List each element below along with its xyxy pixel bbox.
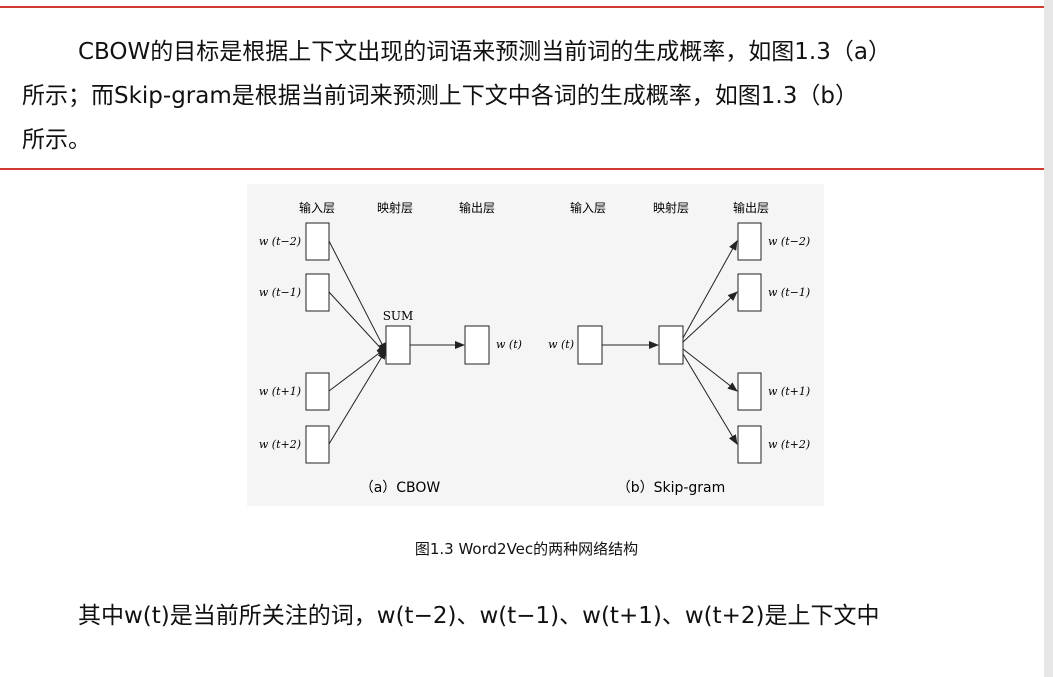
cbow-output-box — [464, 325, 490, 365]
callout-line-2: 所示；而Skip-gram是根据当前词来预测上下文中各词的生成概率，如图1.3（… — [22, 83, 858, 109]
cbow-arrow-3 — [328, 347, 387, 392]
cbow-header-input: 输入层 — [299, 200, 335, 215]
skipgram-output-label-3: w (t+1) — [768, 385, 810, 398]
skipgram-output-box-4 — [737, 425, 762, 464]
word2vec-figure: 输入层 映射层 输出层 w (t−2) w (t−1) w (t+1) w (t… — [247, 184, 824, 506]
cbow-header-projection: 映射层 — [377, 200, 413, 215]
skipgram-arrow-3 — [682, 348, 738, 392]
word2vec-diagram: 输入层 映射层 输出层 w (t−2) w (t−1) w (t+1) w (t… — [259, 200, 810, 496]
callout-line-1: CBOW的目标是根据上下文出现的词语来预测当前词的生成概率，如图1.3（a） — [22, 30, 1032, 74]
skipgram-arrow-2 — [682, 291, 738, 343]
cbow-input-label-1: w (t−2) — [259, 235, 301, 248]
cbow-sum-box — [385, 325, 411, 365]
top-rule — [0, 6, 1044, 8]
cbow-subcaption: （a）CBOW — [360, 480, 441, 496]
body-paragraph-text: 其中w(t)是当前所关注的词，w(t−2)、w(t−1)、w(t+1)、w(t+… — [78, 603, 880, 629]
cbow-input-box-2 — [305, 273, 330, 312]
skipgram-subcaption: （b）Skip-gram — [617, 480, 726, 496]
cbow-input-box-4 — [305, 425, 330, 464]
cbow-output-label: w (t) — [496, 338, 522, 351]
cbow-input-box-1 — [305, 222, 330, 261]
cbow-input-label-3: w (t+1) — [259, 385, 301, 398]
skipgram-output-box-2 — [737, 273, 762, 312]
body-paragraph: 其中w(t)是当前所关注的词，w(t−2)、w(t−1)、w(t+1)、w(t+… — [22, 597, 1052, 635]
callout-text-1: CBOW的目标是根据上下文出现的词语来预测当前词的生成概率，如图1.3（a） — [78, 39, 891, 65]
skipgram-input-label: w (t) — [548, 338, 574, 351]
bottom-rule — [0, 168, 1044, 170]
cbow-input-box-3 — [305, 372, 330, 411]
skipgram-header-input: 输入层 — [570, 200, 606, 215]
cbow-sum-label: SUM — [383, 309, 414, 323]
skipgram-output-label-1: w (t−2) — [768, 235, 810, 248]
skipgram-arrow-1 — [682, 240, 738, 339]
skipgram-output-label-4: w (t+2) — [768, 438, 810, 451]
skipgram-header-projection: 映射层 — [653, 200, 689, 215]
cbow-arrow-4 — [328, 349, 387, 445]
scrollbar-track[interactable] — [1044, 0, 1053, 677]
skipgram-output-box-1 — [737, 222, 762, 261]
skipgram-input-box — [577, 325, 603, 365]
callout-box: CBOW的目标是根据上下文出现的词语来预测当前词的生成概率，如图1.3（a） 所… — [22, 30, 1032, 162]
cbow-arrow-2 — [328, 291, 387, 355]
callout-line-3: 所示。 — [22, 127, 91, 153]
cbow-arrow-1 — [328, 240, 387, 353]
skipgram-header-output: 输出层 — [733, 200, 769, 215]
cbow-header-output: 输出层 — [459, 200, 495, 215]
cbow-input-label-4: w (t+2) — [259, 438, 301, 451]
cbow-input-label-2: w (t−1) — [259, 286, 301, 299]
skipgram-projection-box — [658, 325, 684, 365]
skipgram-output-box-3 — [737, 372, 762, 411]
skipgram-output-label-2: w (t−1) — [768, 286, 810, 299]
skipgram-arrow-4 — [682, 353, 738, 445]
figure-caption: 图1.3 Word2Vec的两种网络结构 — [414, 540, 639, 558]
